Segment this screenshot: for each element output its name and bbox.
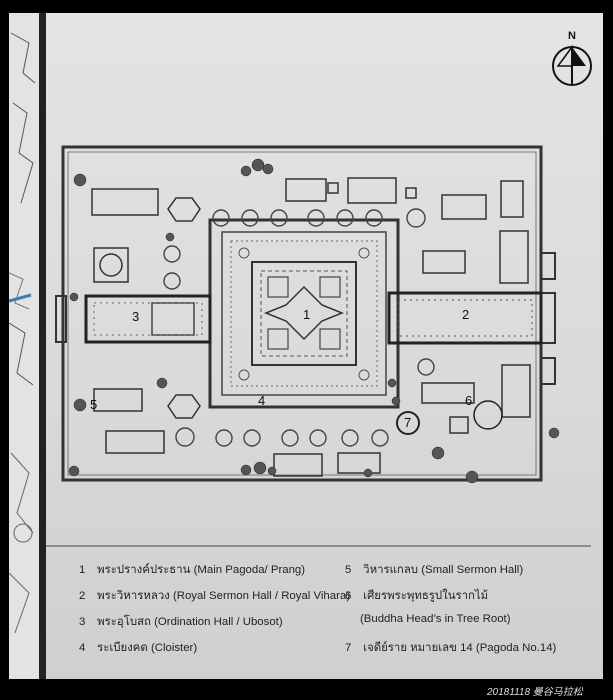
legend-text: วิหารแกลบ (Small Sermon Hall) — [363, 564, 524, 576]
legend-item: 7 เจดีย์ราย หมายเลข 14 (Pagoda No.14) — [345, 639, 556, 657]
octagon-stupa — [167, 197, 201, 222]
north-buildings — [91, 177, 529, 284]
adjacent-map-lines — [9, 32, 36, 634]
legend-text: พระปรางค์ประธาน (Main Pagoda/ Prang) — [97, 564, 306, 576]
ordination-hall — [84, 294, 212, 344]
terrace-stupas — [238, 247, 370, 381]
cloister-inner — [221, 231, 387, 396]
north-arrow: N — [550, 30, 594, 90]
ordination-hall-altar — [151, 302, 195, 336]
royal-sermon-hall — [387, 291, 543, 345]
legend: 1 พระปรางค์ประธาน (Main Pagoda/ Prang) 2… — [79, 561, 589, 666]
label-7: 7 — [404, 415, 411, 430]
label-5: 5 — [90, 397, 97, 412]
plan-board: N — [46, 13, 603, 679]
legend-item: 3 พระอุโบสถ (Ordination Hall / Ubosot) — [79, 613, 283, 631]
legend-num: 7 — [345, 642, 352, 654]
label-6: 6 — [465, 393, 472, 408]
legend-item: (Buddha Head’s in Tree Root) — [360, 613, 511, 625]
legend-text: ระเบียงคด (Cloister) — [97, 642, 198, 654]
temple-site-plan: 1 2 3 4 5 6 7 — [55, 145, 560, 484]
label-1: 1 — [303, 307, 310, 322]
small-stupas — [163, 208, 435, 447]
frame-divider — [39, 13, 46, 679]
small-shrine — [449, 416, 469, 434]
east-gates — [540, 252, 556, 385]
outer-wall-inner-line — [67, 151, 537, 476]
main-pagoda-terrace — [251, 261, 357, 366]
legend-num: 3 — [79, 616, 86, 628]
legend-text: (Buddha Head’s in Tree Root) — [360, 613, 511, 625]
legend-num: 2 — [79, 590, 86, 602]
ordination-hall-columns — [93, 302, 203, 336]
legend-divider — [46, 545, 591, 547]
corner-prangs — [267, 276, 341, 350]
legend-item: 6 เศียรพระพุทธรูปในรากไม้ — [345, 587, 488, 605]
adjacent-map-strip — [9, 13, 40, 679]
photo-frame: N — [9, 13, 603, 679]
legend-num: 1 — [79, 564, 86, 576]
legend-text: เจดีย์ราย หมายเลข 14 (Pagoda No.14) — [363, 642, 557, 654]
pagoda-no-14 — [396, 411, 420, 435]
label-3: 3 — [132, 309, 139, 324]
legend-num: 5 — [345, 564, 352, 576]
legend-item: 2 พระวิหารหลวง (Royal Sermon Hall / Roya… — [79, 587, 350, 605]
trees — [68, 158, 560, 484]
main-pagoda-base — [260, 270, 348, 357]
west-stupa — [99, 253, 123, 277]
north-arrow-icon — [552, 44, 592, 86]
buddha-head-tree — [473, 400, 503, 430]
photo-caption: 20181118 曼谷马拉松 — [487, 687, 583, 698]
south-buildings — [93, 364, 531, 477]
legend-item: 1 พระปรางค์ประธาน (Main Pagoda/ Prang) — [79, 561, 305, 579]
legend-text: เศียรพระพุทธรูปในรากไม้ — [363, 590, 489, 602]
legend-num: 6 — [345, 590, 352, 602]
legend-text: พระอุโบสถ (Ordination Hall / Ubosot) — [97, 616, 283, 628]
label-2: 2 — [462, 307, 469, 322]
west-gate — [55, 295, 67, 343]
legend-item: 5 วิหารแกลบ (Small Sermon Hall) — [345, 561, 523, 579]
legend-num: 4 — [79, 642, 86, 654]
main-pagoda-prang — [263, 285, 345, 341]
royal-sermon-hall-columns — [397, 299, 533, 337]
legend-item: 4 ระเบียงคด (Cloister) — [79, 639, 197, 657]
octagon-stupa-south — [167, 394, 201, 419]
label-4: 4 — [258, 393, 265, 408]
north-letter: N — [568, 30, 576, 42]
west-stupa-base — [93, 247, 129, 283]
legend-text: พระวิหารหลวง (Royal Sermon Hall / Royal … — [97, 590, 350, 602]
